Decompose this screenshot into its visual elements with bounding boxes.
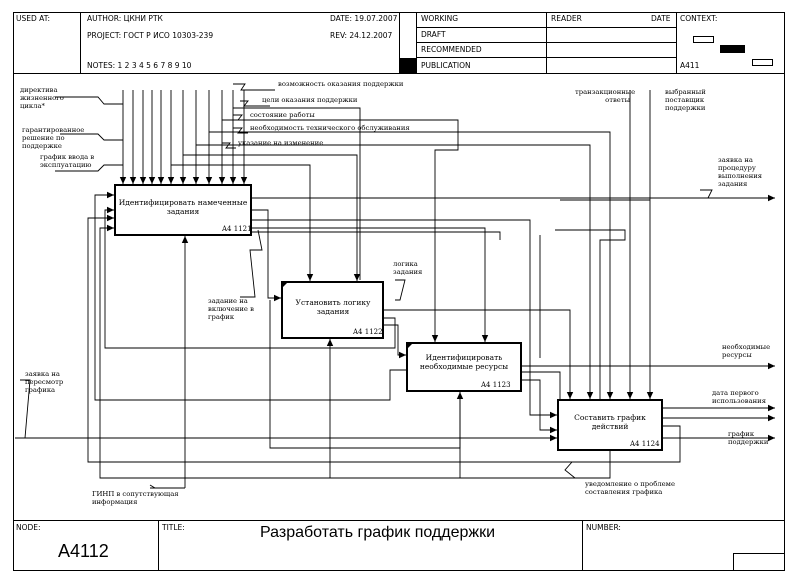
reader-date-label: DATE bbox=[651, 14, 671, 23]
activity-boxes bbox=[114, 184, 663, 451]
rev-field: REV: 24.12.2007 bbox=[330, 31, 393, 40]
context-thumbnail bbox=[693, 36, 773, 66]
status-publication: PUBLICATION bbox=[421, 61, 471, 70]
box-a41121 bbox=[114, 184, 252, 236]
output-label-3: дата первого использования bbox=[712, 389, 767, 406]
node-id: A4112 bbox=[58, 541, 109, 561]
page-title: Разработать график поддержки bbox=[260, 524, 496, 541]
control-label-4: необходимость технического обслуживания bbox=[250, 124, 410, 132]
box-a41123 bbox=[406, 342, 522, 392]
arrows bbox=[15, 83, 775, 489]
box-a41122-num: A4 1122 bbox=[353, 328, 383, 336]
frame bbox=[13, 12, 785, 571]
control-label-2: цели оказания поддержки bbox=[262, 96, 358, 104]
box-corner-marks bbox=[282, 282, 413, 349]
box-a41121-num: A4 1121 bbox=[222, 225, 252, 233]
control-label-3: состояние работы bbox=[250, 111, 315, 119]
publication-marker bbox=[399, 58, 416, 73]
number-label: NUMBER: bbox=[586, 523, 621, 532]
status-draft: DRAFT bbox=[421, 30, 446, 39]
box-a41122-label: Установить логику задания bbox=[295, 298, 371, 317]
status-working: WORKING bbox=[421, 14, 459, 23]
input-label-1: директива жизненного цикла* bbox=[20, 86, 64, 111]
reader-label: READER bbox=[551, 14, 582, 23]
context-label: CONTEXT: bbox=[680, 14, 718, 23]
output-label-4: график поддержки bbox=[728, 430, 769, 447]
project-field: PROJECT: ГОСТ Р ИСО 10303-239 bbox=[87, 31, 214, 40]
internal-label-4: ГИНП в сопутствующая информация bbox=[92, 490, 179, 507]
input-label-3: график ввода в эксплуатацию bbox=[40, 153, 95, 170]
input-label-2: гарантированное решение по поддержке bbox=[22, 126, 85, 151]
output-label-2: необходимые ресурсы bbox=[722, 343, 771, 360]
box-a41123-num: A4 1123 bbox=[481, 381, 511, 389]
input-label-4: заявка на пересмотр графика bbox=[25, 370, 64, 395]
used-at-label: USED AT: bbox=[16, 14, 50, 23]
control-right-2: выбранный поставщик поддержки bbox=[665, 88, 706, 113]
output-label-1: заявка на процедуру выполнения задания bbox=[718, 156, 763, 189]
author-field: AUTHOR: ЦКНИ РТК bbox=[87, 14, 163, 23]
context-node: A411 bbox=[680, 61, 700, 70]
control-right-1: транзакционные ответы bbox=[575, 88, 636, 105]
control-label-1: возможность оказания поддержки bbox=[278, 80, 404, 88]
internal-label-1: логика задания bbox=[393, 260, 423, 277]
box-a41124-label: Составить график действий bbox=[574, 413, 646, 432]
status-recommended: RECOMMENDED bbox=[421, 45, 482, 54]
internal-label-2: задание на включение в график bbox=[208, 297, 254, 322]
date-field: DATE: 19.07.2007 bbox=[330, 14, 398, 23]
box-a41123-label: Идентифицировать необходимые ресурсы bbox=[419, 353, 509, 372]
node-label: NODE: bbox=[16, 523, 41, 532]
box-a41124 bbox=[557, 399, 663, 451]
title-label: TITLE: bbox=[162, 523, 185, 532]
internal-label-3: уведомление о проблеме составления графи… bbox=[585, 480, 675, 497]
box-a41121-label: Идентифицировать намеченные задания bbox=[118, 198, 248, 217]
box-a41124-num: A4 1124 bbox=[630, 440, 660, 448]
box-a41122 bbox=[281, 281, 384, 339]
control-label-5: указание на изменение bbox=[238, 139, 324, 147]
notes-field: NOTES: 1 2 3 4 5 6 7 8 9 10 bbox=[87, 61, 192, 70]
